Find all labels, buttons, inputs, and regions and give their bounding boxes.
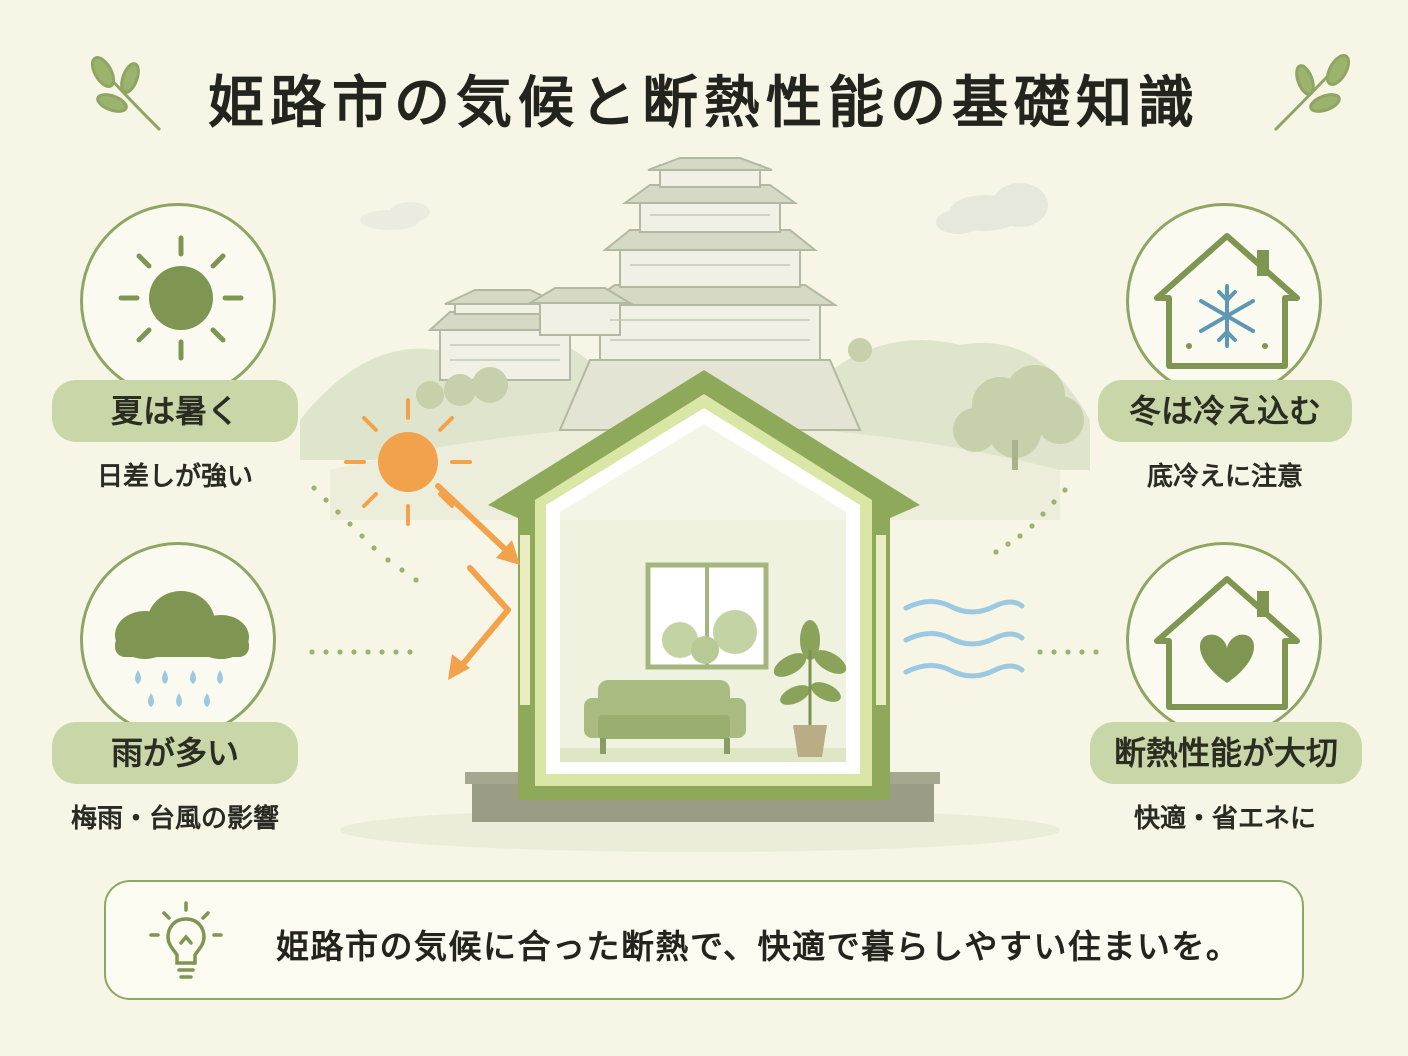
winter-label: 冬は冷え込む xyxy=(1098,380,1352,442)
potted-plant xyxy=(773,620,847,757)
leaf-decoration-right xyxy=(1273,54,1351,132)
rain-icon-circle xyxy=(80,542,276,738)
cloud-decoration xyxy=(936,183,1048,234)
insulation-icon-circle xyxy=(1126,542,1322,738)
message-box xyxy=(104,880,1304,1000)
dotted-connector xyxy=(309,485,1099,655)
heart-house-icon xyxy=(1154,576,1300,710)
sun-icon xyxy=(118,235,244,361)
sofa xyxy=(584,680,746,754)
rain-note: 梅雨・台風の影響 xyxy=(70,804,279,834)
cloud-decoration-small xyxy=(360,202,430,230)
insulation-note: 快適・省エネに xyxy=(1133,804,1316,834)
rain-label: 雨が多い xyxy=(52,722,298,784)
snowflake-house-icon xyxy=(1154,233,1300,369)
summer-label: 夏は暑く xyxy=(52,380,298,442)
leaf-decoration-left xyxy=(90,56,162,132)
lightbulb-icon xyxy=(149,901,223,979)
window xyxy=(645,562,769,670)
message-text: 姫路市の気候に合った断熱で、快適で暮らしやすい住まいを。 xyxy=(276,927,1241,966)
trees xyxy=(416,338,1084,470)
page-title: 姫路市の気候と断熱性能の基礎知識 xyxy=(208,71,1200,136)
wind-waves-icon xyxy=(903,599,1025,679)
arrow-head xyxy=(448,540,520,680)
insulation-label: 断熱性能が大切 xyxy=(1090,722,1362,784)
rain-cloud-icon xyxy=(115,591,249,707)
sun-heat-icon xyxy=(344,398,472,526)
summer-icon-circle xyxy=(80,203,276,399)
heat-arrow xyxy=(435,483,511,673)
summer-note: 日差しが強い xyxy=(96,462,253,492)
winter-icon-circle xyxy=(1126,203,1322,399)
winter-note: 底冷えに注意 xyxy=(1146,462,1303,492)
